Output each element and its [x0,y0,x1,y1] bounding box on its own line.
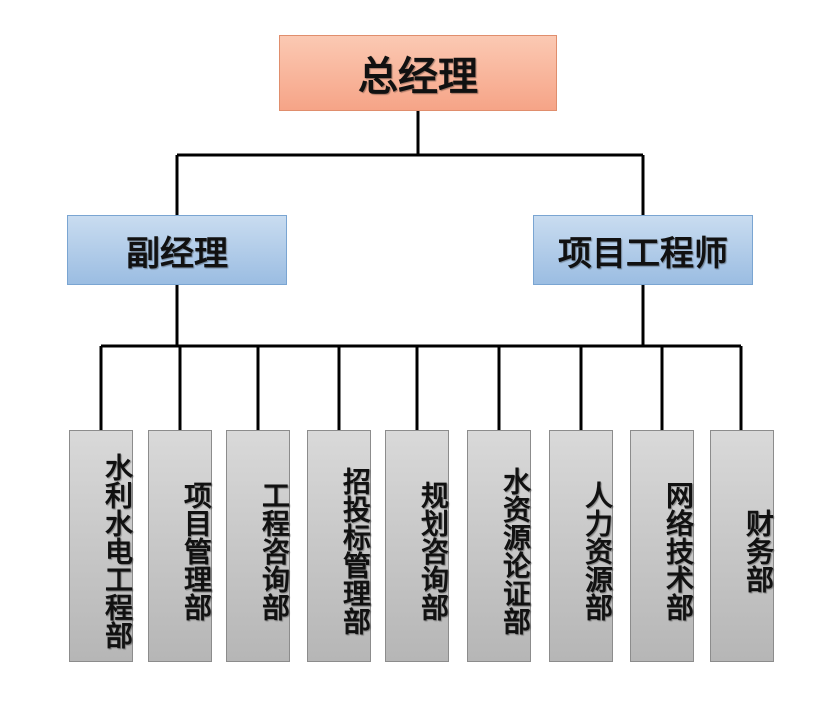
dept-box-network-technology: 网络技术部 [630,430,695,662]
deputy-manager-box: 副经理 [67,215,287,285]
dept-label: 人力资源部 [581,481,614,621]
general-manager-label: 总经理 [358,54,478,100]
dept-box-finance: 财务部 [710,430,775,662]
dept-box-engineering-consulting: 工程咨询部 [226,430,291,662]
dept-label: 规划咨询部 [417,481,450,621]
general-manager-box: 总经理 [279,35,557,111]
dept-label: 水利水电工程部 [101,453,134,649]
dept-box-project-management: 项目管理部 [148,430,213,662]
dept-label: 工程咨询部 [258,481,291,621]
dept-box-water-resources: 水资源论证部 [467,430,532,662]
dept-label: 网络技术部 [662,481,695,621]
dept-label: 项目管理部 [180,481,213,621]
dept-box-bidding-management: 招投标管理部 [307,430,372,662]
project-engineer-box: 项目工程师 [533,215,753,285]
dept-box-planning-consulting: 规划咨询部 [385,430,450,662]
dept-box-human-resources: 人力资源部 [549,430,614,662]
dept-label: 财务部 [742,509,775,593]
dept-label: 招投标管理部 [339,467,372,635]
dept-label: 水资源论证部 [499,467,532,635]
project-engineer-label: 项目工程师 [558,233,728,274]
deputy-manager-label: 副经理 [126,233,228,274]
dept-box-water-conservancy: 水利水电工程部 [69,430,134,662]
